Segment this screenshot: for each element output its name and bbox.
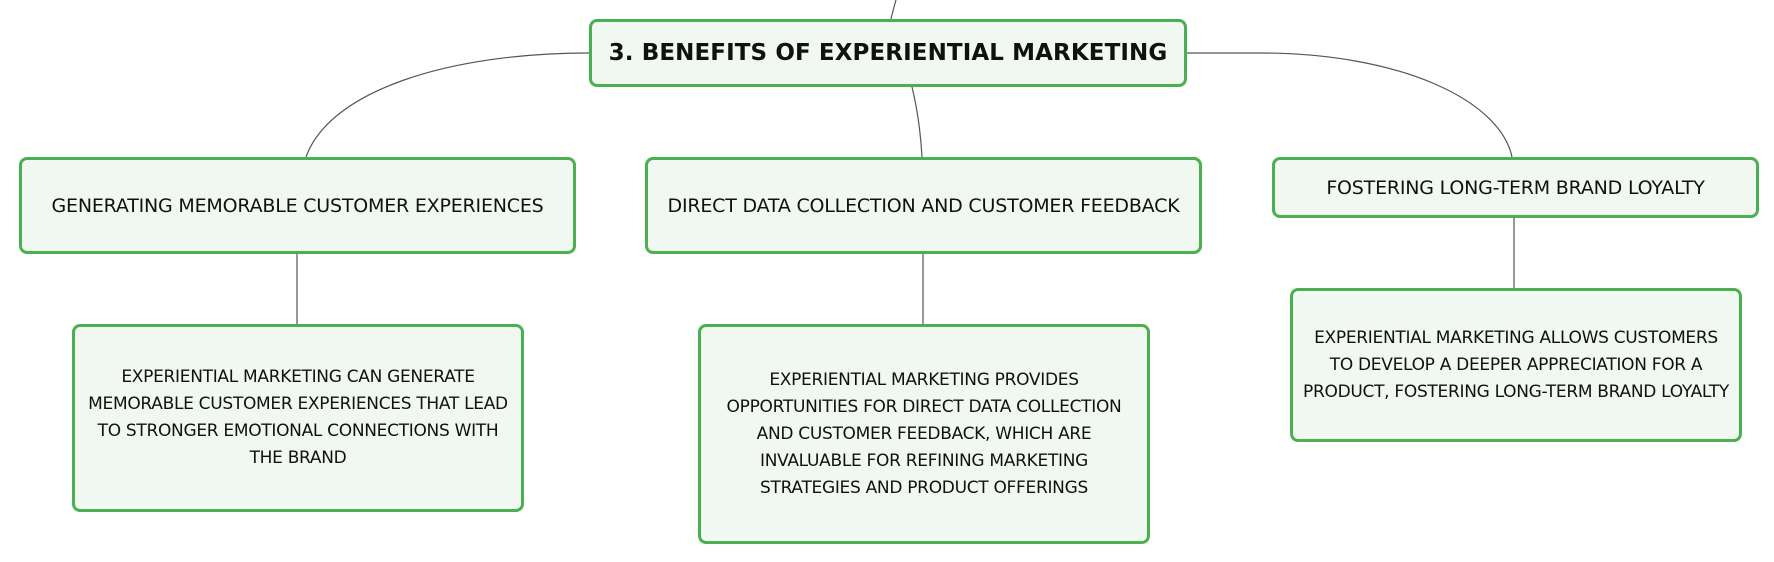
- root-node[interactable]: 3. BENEFITS OF EXPERIENTIAL MARKETING: [589, 19, 1187, 87]
- detail-node-text: EXPERIENTIAL MARKETING CAN GENERATE MEMO…: [88, 367, 508, 468]
- connector-root-to-branch-3: [1187, 52, 1513, 158]
- detail-node-data-collection[interactable]: EXPERIENTIAL MARKETING PROVIDES OPPORTUN…: [698, 324, 1150, 544]
- root-node-label: 3. BENEFITS OF EXPERIENTIAL MARKETING: [608, 40, 1168, 66]
- detail-node-memorable-experiences[interactable]: EXPERIENTIAL MARKETING CAN GENERATE MEMO…: [72, 324, 524, 512]
- branch-node-label: GENERATING MEMORABLE CUSTOMER EXPERIENCE…: [51, 194, 544, 217]
- branch-node-brand-loyalty[interactable]: FOSTERING LONG-TERM BRAND LOYALTY: [1272, 157, 1759, 218]
- connector-root-to-branch-2: [911, 86, 923, 158]
- branch-node-data-collection[interactable]: DIRECT DATA COLLECTION AND CUSTOMER FEED…: [645, 157, 1202, 254]
- detail-node-text: EXPERIENTIAL MARKETING ALLOWS CUSTOMERS …: [1303, 327, 1729, 402]
- connector-root-to-branch-1: [305, 52, 590, 158]
- branch-node-label: FOSTERING LONG-TERM BRAND LOYALTY: [1326, 176, 1705, 199]
- detail-node-text: EXPERIENTIAL MARKETING PROVIDES OPPORTUN…: [726, 369, 1122, 498]
- connector-parent-to-root: [890, 0, 897, 20]
- detail-node-brand-loyalty[interactable]: EXPERIENTIAL MARKETING ALLOWS CUSTOMERS …: [1290, 288, 1742, 442]
- branch-node-memorable-experiences[interactable]: GENERATING MEMORABLE CUSTOMER EXPERIENCE…: [19, 157, 576, 254]
- branch-node-label: DIRECT DATA COLLECTION AND CUSTOMER FEED…: [667, 194, 1180, 217]
